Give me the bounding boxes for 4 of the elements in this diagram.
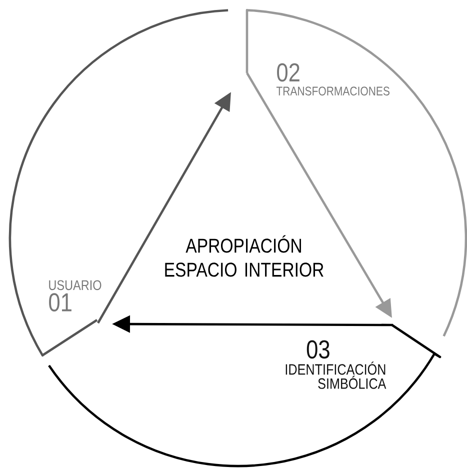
sector-label: 03 IDENTIFICACIÓN SIMBÓLICA xyxy=(286,340,386,389)
sector-label: USUARIO 01 xyxy=(49,280,102,312)
sector-label: 02 TRANSFORMACIONES xyxy=(276,63,390,96)
center-title: APROPIACIÓN ESPACIO INTERIOR xyxy=(165,235,324,277)
